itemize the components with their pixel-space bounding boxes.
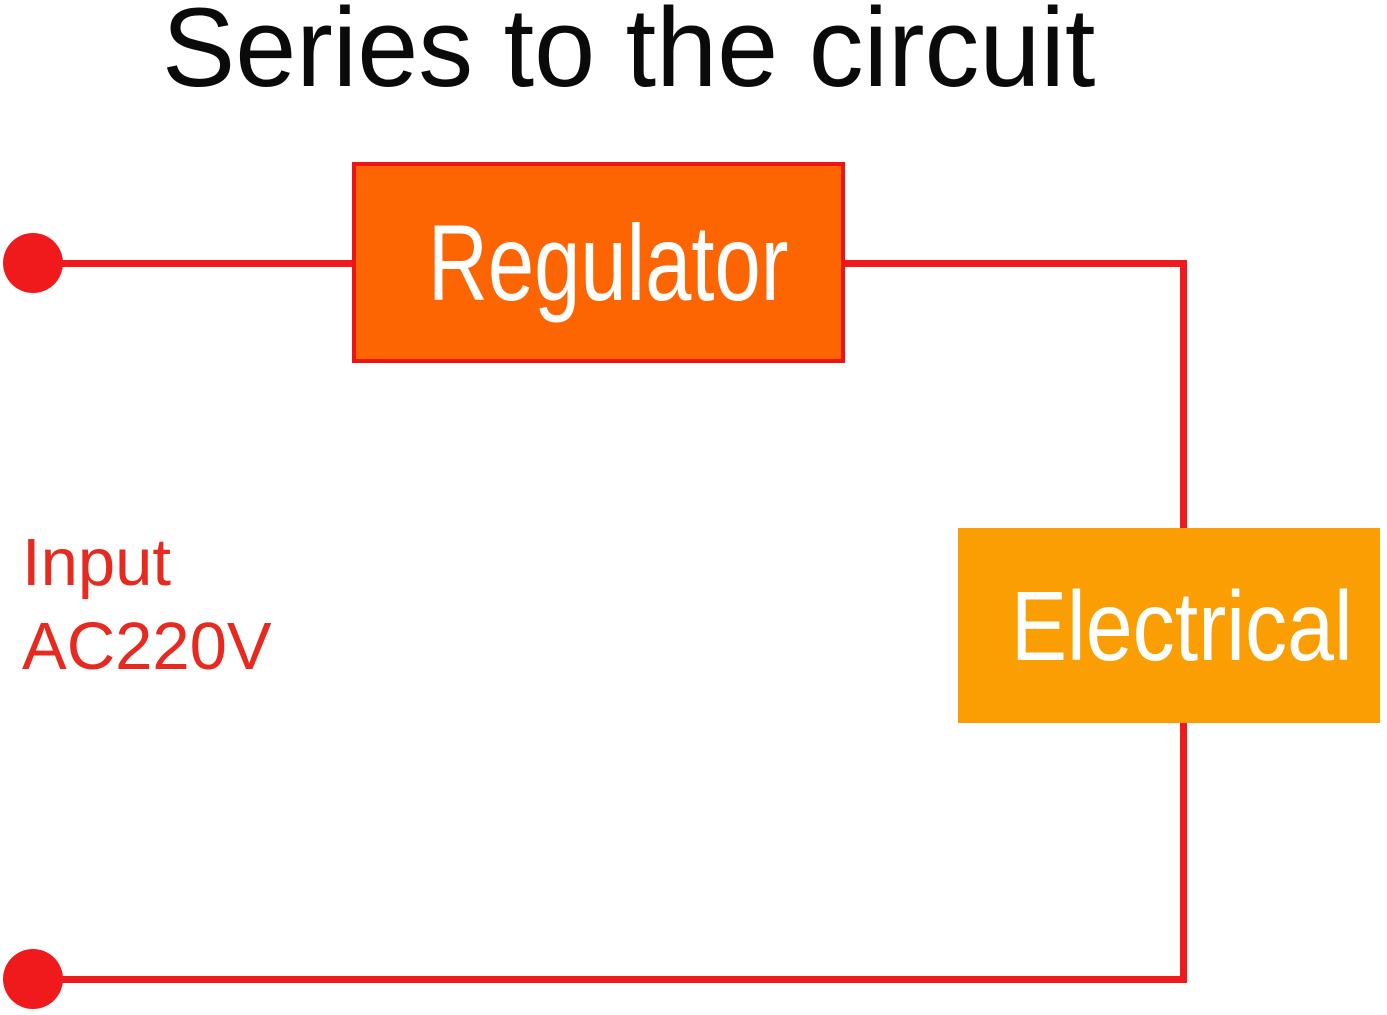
input-voltage-line1: Input [22, 525, 172, 600]
diagram-title: Series to the circuit [162, 0, 1096, 110]
electrical-label: Electrical [1010, 570, 1353, 681]
input-voltage-label: Input AC220V [22, 521, 272, 689]
regulator-label: Regulator [427, 201, 789, 323]
input-voltage-line2: AC220V [22, 609, 272, 684]
wire-input-to-regulator [25, 260, 352, 267]
wire-regulator-to-right-corner [845, 260, 1187, 267]
regulator-box: Regulator [352, 162, 845, 363]
wire-bottom-return [25, 976, 1187, 983]
electrical-box: Electrical [958, 528, 1380, 723]
